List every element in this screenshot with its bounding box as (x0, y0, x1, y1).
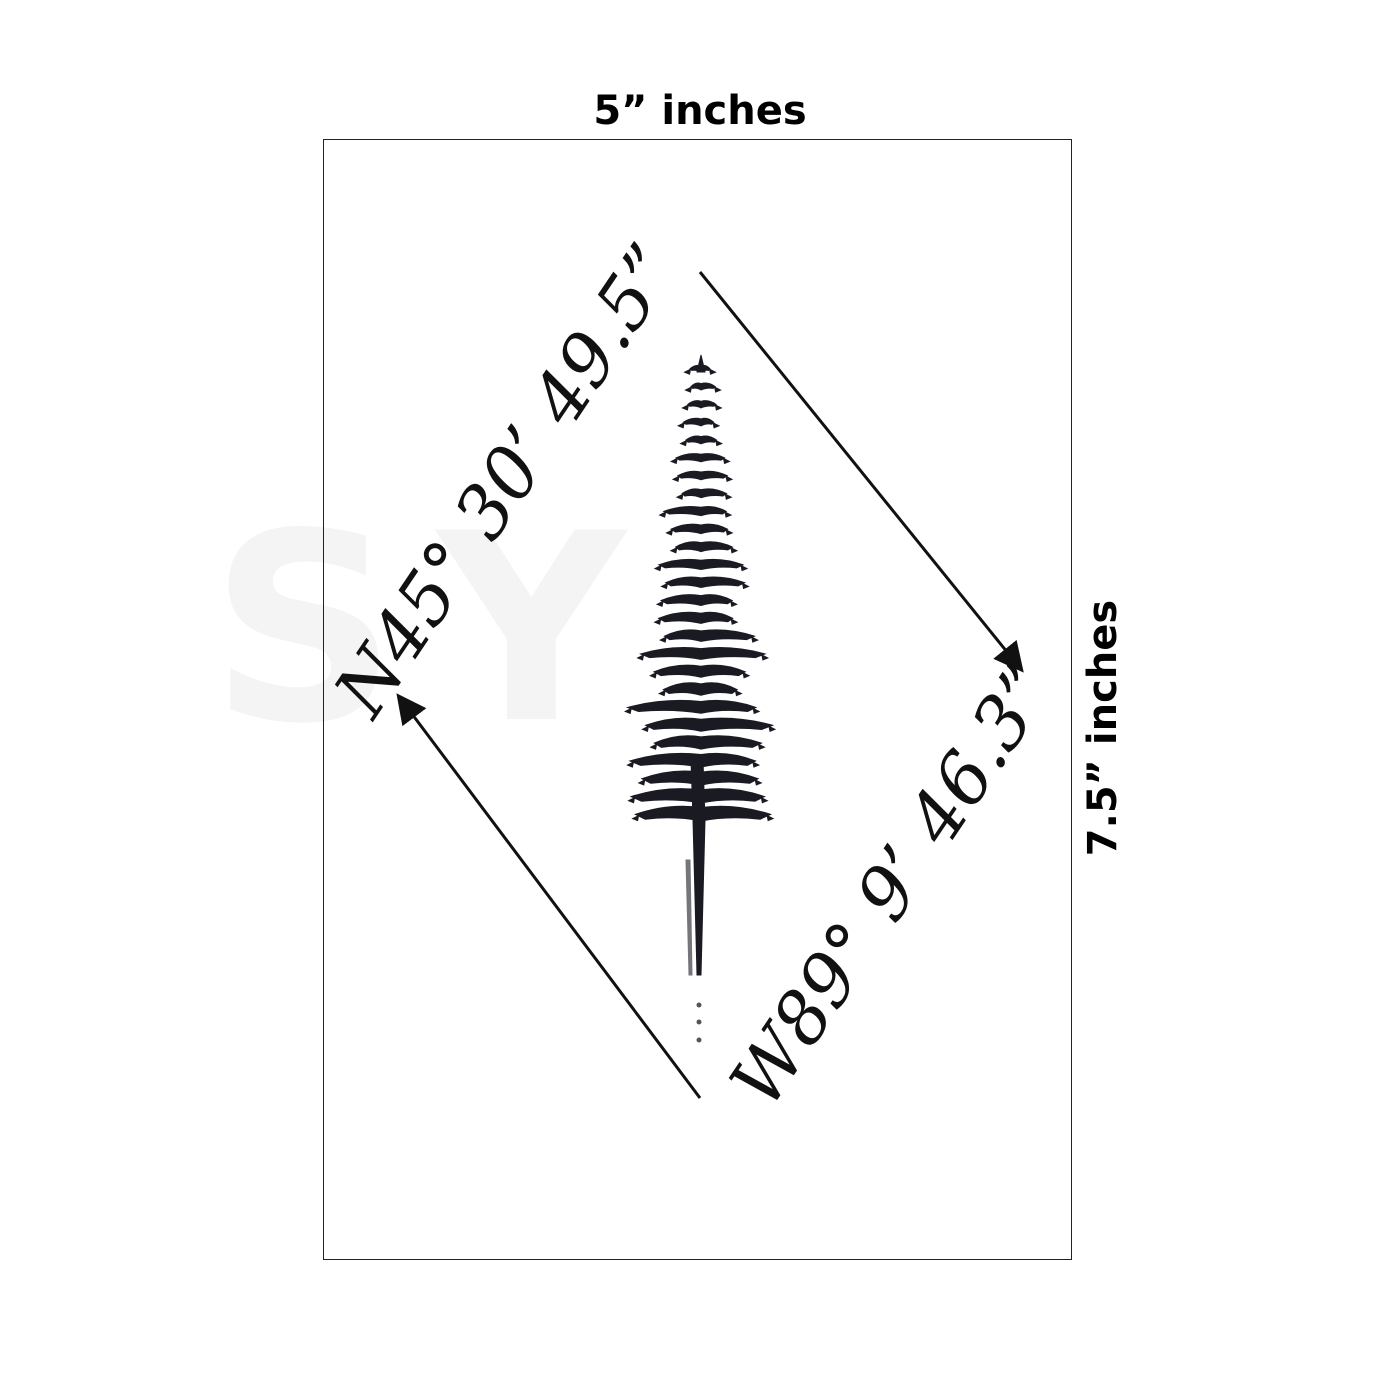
tree-needle-tuft (649, 671, 751, 679)
tree-needle-tuft (676, 421, 721, 429)
tree-branch (659, 594, 734, 606)
tree-branch (629, 788, 766, 804)
tree-branch (689, 364, 711, 373)
tree-needle-tuft (649, 743, 766, 750)
tree-branch (657, 611, 734, 624)
tree-branch (674, 541, 734, 553)
tree-branch (625, 699, 758, 714)
tree-needle-tuft (684, 386, 722, 393)
height-dimension-label: 7.5” inches (1080, 599, 1126, 857)
tattoo-frame (323, 139, 1072, 1260)
tree-needle-tuft (681, 404, 723, 411)
tree-branch (639, 647, 767, 660)
tree-branch (640, 770, 760, 786)
tree-needle-tuft (679, 439, 724, 447)
tree-needle-tuft (631, 814, 775, 822)
tree-needle-tuft (657, 689, 743, 697)
tree-branch (664, 576, 747, 589)
tree-branch (662, 682, 739, 696)
pine-tree-icon (623, 354, 777, 976)
tree-branch (681, 488, 728, 499)
arrow-down-right (698, 271, 1024, 673)
tree-needle-tuft (671, 475, 734, 483)
tree-branch (657, 558, 745, 571)
tree-needle-tuft (669, 546, 739, 554)
tree-needle-tuft (675, 493, 733, 500)
tree-needle-tuft (637, 778, 763, 786)
tree-needle-tuft (636, 653, 770, 661)
tree-branch (653, 735, 763, 750)
tree-branch (652, 664, 747, 678)
tree-needle-tuft (665, 528, 734, 536)
tree-needle-tuft (623, 707, 761, 715)
tree-needle-tuft (669, 457, 731, 465)
tree-branch (687, 400, 717, 409)
tree-branch (685, 435, 718, 445)
tree-needle-tuft (626, 761, 761, 768)
tree-needle-tuft (653, 564, 749, 572)
tree-branch (662, 505, 728, 517)
arrow-up-left (396, 693, 702, 1099)
tree-branch (644, 717, 775, 732)
tree-branch (634, 805, 772, 822)
tree-branch (674, 453, 726, 463)
tree-needle-tuft (658, 511, 733, 518)
tree-needle-tuft (683, 368, 717, 375)
decorative-dots (696, 1002, 702, 1043)
tree-branch (628, 752, 757, 768)
tree-needle-tuft (641, 725, 777, 733)
tree-branch (676, 470, 729, 481)
tree-needle-tuft (627, 796, 769, 804)
tree-needle-tuft (660, 582, 750, 590)
tree-branch (690, 382, 717, 391)
width-dimension-label: 5” inches (593, 88, 807, 134)
tree-needle-tuft (653, 618, 739, 625)
tree-needle-tuft (658, 636, 759, 643)
tree-branch (663, 629, 756, 642)
tree-needle-tuft (655, 600, 738, 608)
tree-branch (669, 523, 729, 535)
tree-branch (682, 417, 715, 427)
